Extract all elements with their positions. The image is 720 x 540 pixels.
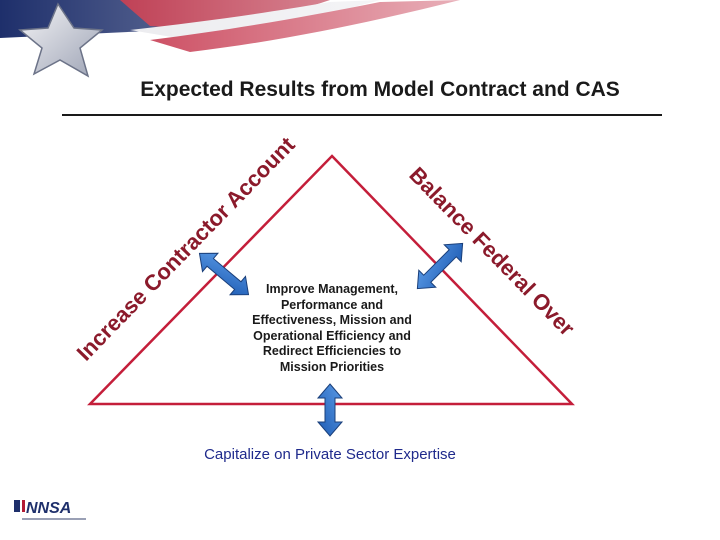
center-text-block: Improve Management, Performance and Effe…: [232, 282, 432, 375]
center-text-line: Effectiveness, Mission and: [232, 313, 432, 329]
center-text-line: Performance and: [232, 298, 432, 314]
double-arrow-bottom-icon: [318, 384, 342, 436]
nnsa-logo: NNSA: [8, 494, 94, 528]
center-text-line: Operational Efficiency and: [232, 329, 432, 345]
center-text-line: Improve Management,: [232, 282, 432, 298]
center-text-line: Mission Priorities: [232, 360, 432, 376]
center-text-line: Redirect Efficiencies to: [232, 344, 432, 360]
logo-text: NNSA: [26, 500, 71, 517]
bottom-label: Capitalize on Private Sector Expertise: [160, 446, 500, 463]
